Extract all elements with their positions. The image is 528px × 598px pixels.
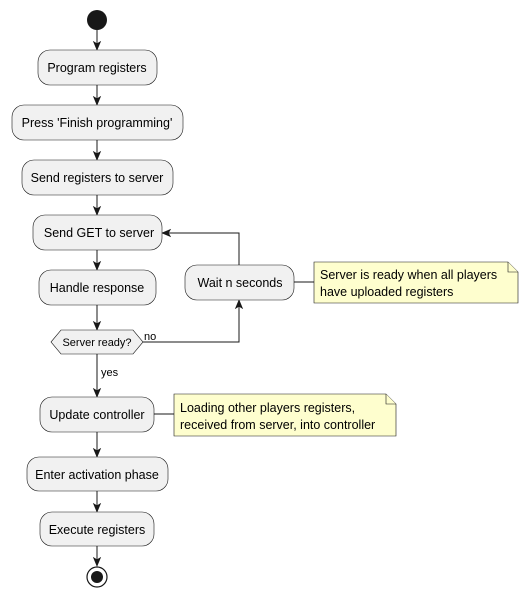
edges xyxy=(92,30,244,567)
end-node xyxy=(86,566,108,588)
decision-server-ready: Server ready? xyxy=(50,329,144,355)
action-update-controller: Update controller xyxy=(39,396,155,433)
action-execute-registers-label: Execute registers xyxy=(49,523,146,537)
decision-server-ready-label: Server ready? xyxy=(62,337,131,349)
action-send-registers: Send registers to server xyxy=(21,159,174,196)
action-send-registers-label: Send registers to server xyxy=(31,171,164,185)
edge-decision-wait-no xyxy=(143,299,244,343)
edge-wait-get-loop xyxy=(161,228,240,265)
note-loading-line-1: Loading other players registers, xyxy=(180,401,355,415)
action-send-get-label: Send GET to server xyxy=(44,226,154,240)
action-press-finish-label: Press 'Finish programming' xyxy=(22,116,173,130)
action-update-controller-label: Update controller xyxy=(49,408,144,422)
note-server-ready-line-1: Server is ready when all players xyxy=(320,268,497,282)
action-program-registers-label: Program registers xyxy=(47,61,146,75)
note-server-ready: Server is ready when all players have up… xyxy=(294,261,519,304)
decision-yes-label: yes xyxy=(101,367,119,379)
action-press-finish: Press 'Finish programming' xyxy=(11,104,184,141)
action-handle-response: Handle response xyxy=(38,269,157,306)
action-handle-response-label: Handle response xyxy=(50,281,145,295)
action-execute-registers: Execute registers xyxy=(39,511,155,547)
action-send-get: Send GET to server xyxy=(32,214,163,251)
note-loading-line-2: received from server, into controller xyxy=(180,418,375,432)
note-loading: Loading other players registers, receive… xyxy=(154,393,397,437)
start-node xyxy=(87,10,107,30)
action-wait-label: Wait n seconds xyxy=(198,276,283,290)
action-wait: Wait n seconds xyxy=(184,264,295,301)
decision-no-label: no xyxy=(144,331,156,343)
action-enter-activation: Enter activation phase xyxy=(26,456,169,492)
note-server-ready-line-2: have uploaded registers xyxy=(320,285,453,299)
action-program-registers: Program registers xyxy=(37,49,158,86)
action-enter-activation-label: Enter activation phase xyxy=(35,468,159,482)
